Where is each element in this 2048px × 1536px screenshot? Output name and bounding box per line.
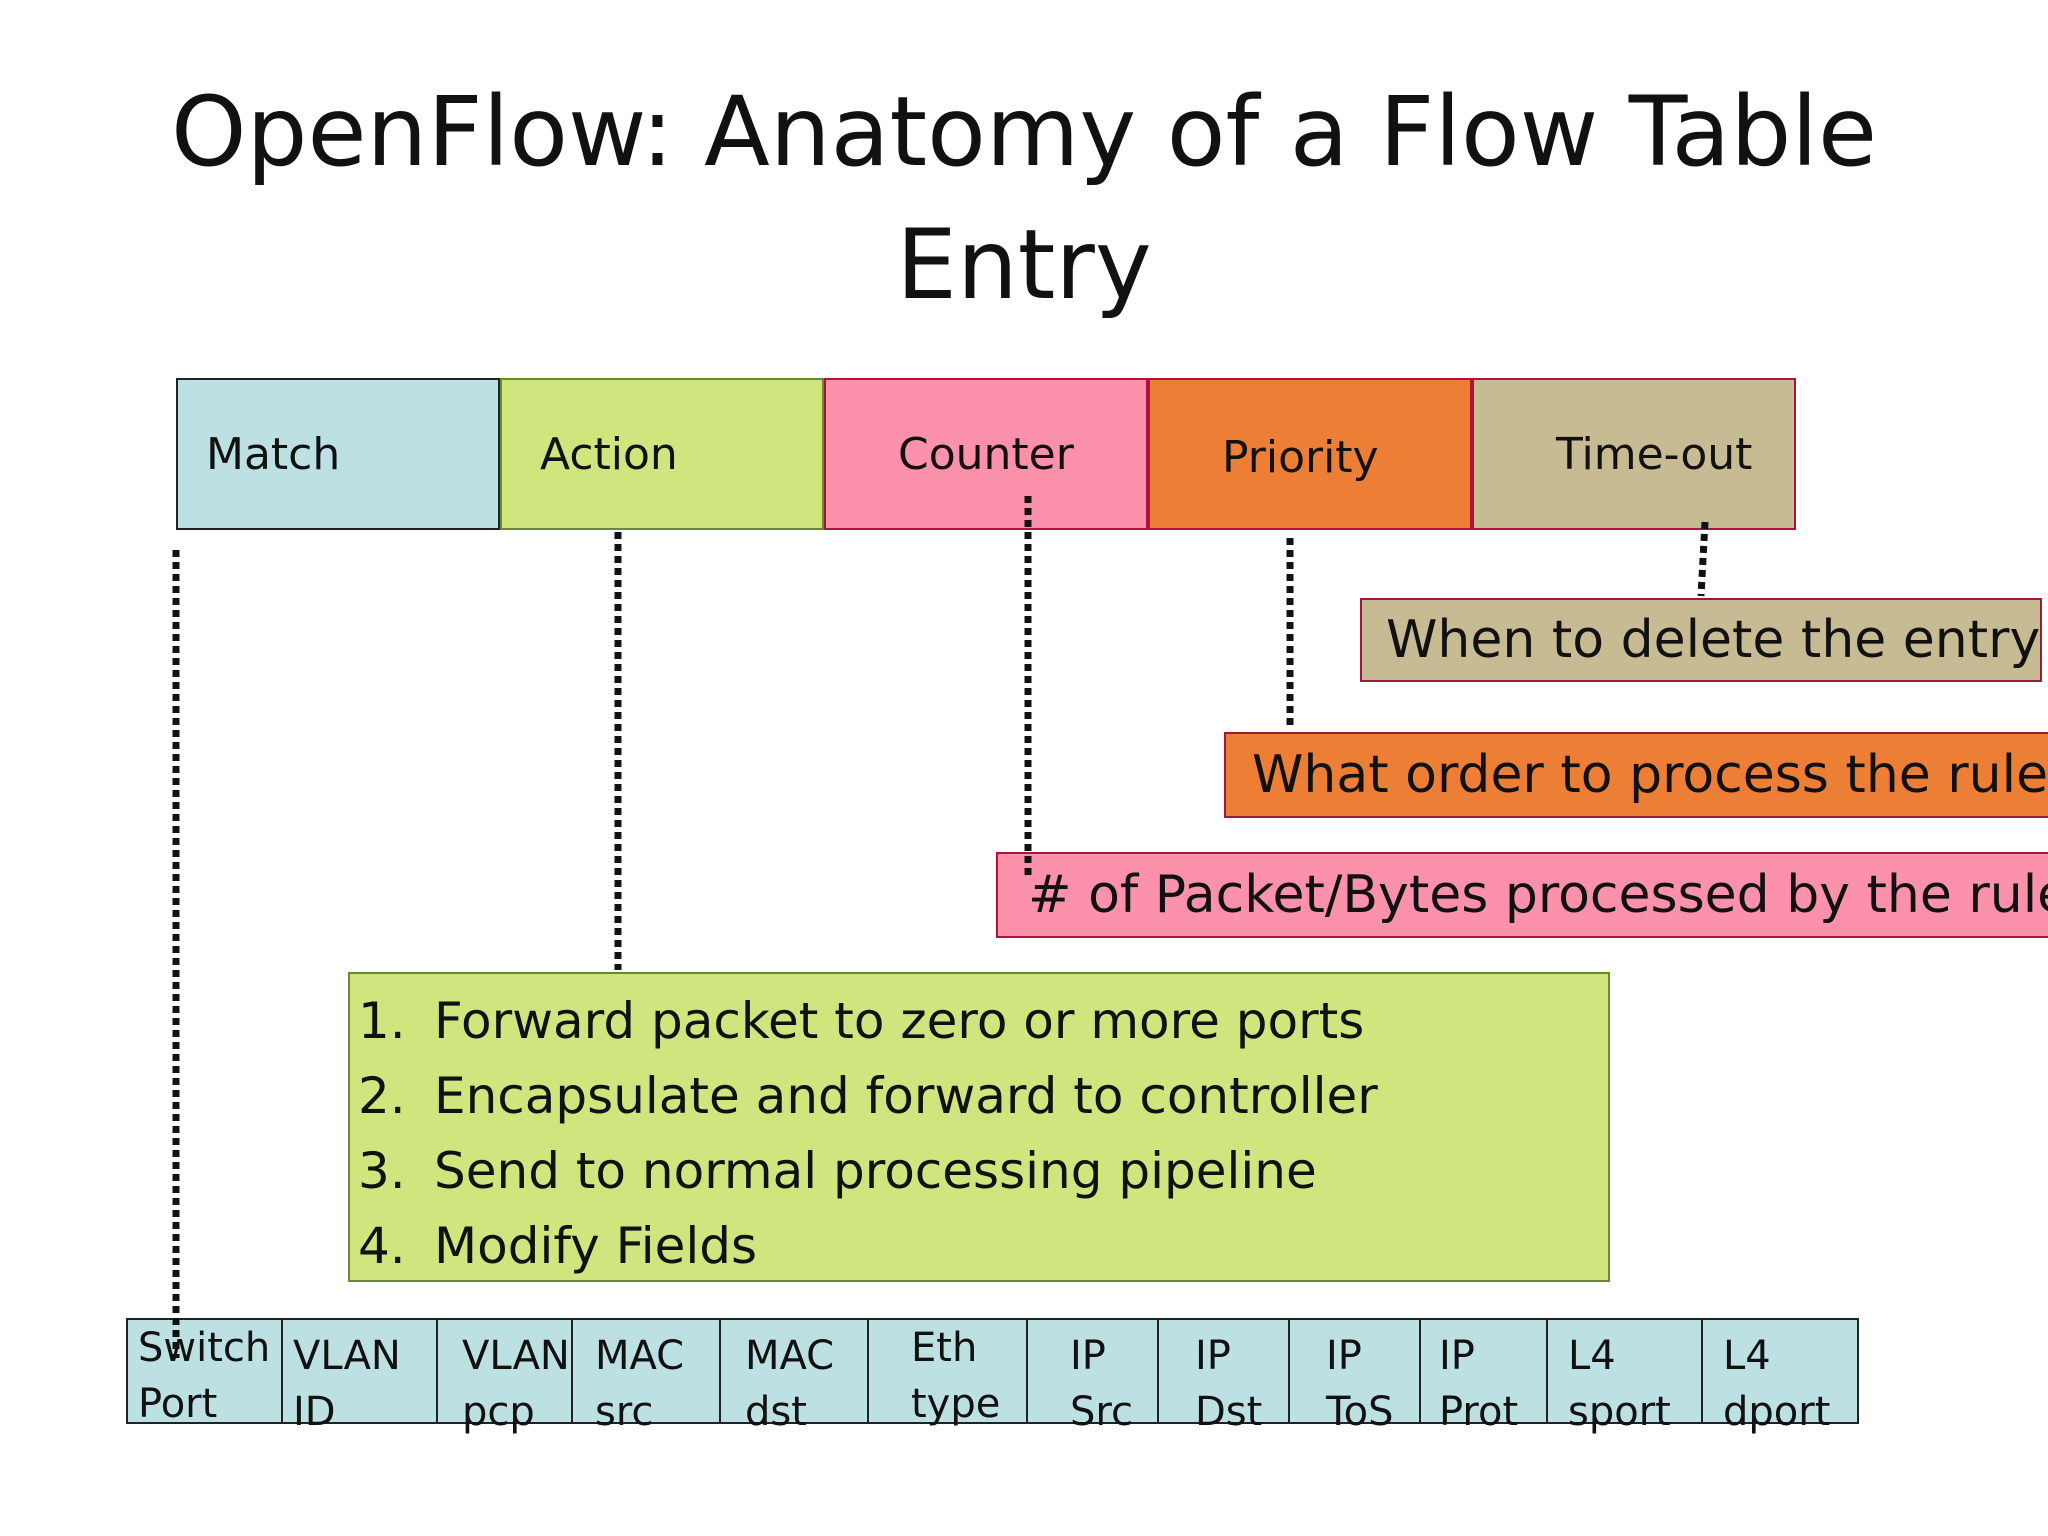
header-match-box: Match: [176, 378, 500, 530]
header-priority-box: Priority: [1148, 378, 1472, 530]
field-line1: IP: [1070, 1333, 1106, 1379]
header-match-label: Match: [206, 428, 341, 480]
timeout-connector: [1697, 521, 1709, 597]
field-switch-port: Switch Port: [126, 1318, 283, 1427]
field-line1: VLAN: [293, 1333, 401, 1379]
field-line2: Prot: [1439, 1389, 1519, 1435]
list-item-text: Modify Fields: [434, 1217, 758, 1275]
list-item-text: Forward packet to zero or more ports: [434, 992, 1365, 1050]
timeout-description-box: When to delete the entry: [1360, 598, 2042, 682]
field-line2: pcp: [462, 1389, 535, 1435]
list-item: 2. Encapsulate and forward to controller: [358, 1059, 1608, 1134]
header-timeout-box: Time-out: [1472, 378, 1796, 530]
field-vlan-id: VLAN ID: [281, 1318, 438, 1435]
field-eth-type: Eth type: [867, 1318, 1028, 1427]
field-line1: IP: [1195, 1333, 1231, 1379]
field-l4-dport: L4 dport: [1701, 1318, 1859, 1435]
field-ip-prot: IP Prot: [1419, 1318, 1548, 1435]
field-line2: ToS: [1326, 1389, 1394, 1435]
field-ip-tos: IP ToS: [1288, 1318, 1421, 1435]
list-item-text: Encapsulate and forward to controller: [434, 1067, 1378, 1125]
field-line2: src: [595, 1389, 654, 1435]
header-priority-label: Priority: [1222, 431, 1379, 483]
header-counter-box: Counter: [824, 378, 1148, 530]
field-line1: IP: [1439, 1333, 1475, 1379]
field-line1: IP: [1326, 1333, 1362, 1379]
counter-description-box: # of Packet/Bytes processed by the rule: [996, 852, 2048, 938]
field-line1: MAC: [595, 1333, 685, 1379]
header-action-box: Action: [500, 378, 824, 530]
list-item-number: 1.: [358, 992, 406, 1050]
header-counter-label: Counter: [898, 428, 1074, 480]
list-item: 3. Send to normal processing pipeline: [358, 1134, 1608, 1209]
counter-description: # of Packet/Bytes processed by the rule: [1028, 865, 2048, 925]
field-line1: L4: [1568, 1333, 1616, 1379]
priority-description-box: What order to process the rule: [1224, 732, 2048, 818]
field-line1: VLAN: [462, 1333, 570, 1379]
match-fields-row: Switch Port VLAN ID VLAN pcp MAC src MAC…: [0, 1318, 2048, 1435]
field-line2: ID: [293, 1389, 336, 1435]
list-item-number: 3.: [358, 1142, 406, 1200]
field-line1: L4: [1723, 1333, 1771, 1379]
list-item-number: 4.: [358, 1217, 406, 1275]
field-vlan-pcp: VLAN pcp: [436, 1318, 573, 1435]
list-item: 1. Forward packet to zero or more ports: [358, 984, 1608, 1059]
field-mac-dst: MAC dst: [719, 1318, 869, 1435]
field-line2: Dst: [1195, 1389, 1263, 1435]
field-line1: Switch: [138, 1325, 271, 1371]
field-line2: dport: [1723, 1389, 1831, 1435]
field-mac-src: MAC src: [571, 1318, 721, 1435]
field-line1: Eth: [911, 1325, 978, 1371]
field-line2: Port: [138, 1381, 218, 1427]
field-line2: Src: [1070, 1389, 1133, 1435]
timeout-description: When to delete the entry: [1386, 610, 2041, 670]
slide-title-continued: Entry: [896, 209, 1152, 321]
field-l4-sport: L4 sport: [1546, 1318, 1703, 1435]
header-timeout-label: Time-out: [1556, 428, 1753, 480]
list-item-number: 2.: [358, 1067, 406, 1125]
action-list-box: 1. Forward packet to zero or more ports …: [348, 972, 1610, 1282]
field-line2: type: [911, 1381, 1001, 1427]
list-item: 4. Modify Fields: [358, 1209, 1608, 1284]
header-action-label: Action: [540, 428, 678, 480]
slide-title: OpenFlow: Anatomy of a Flow Table: [170, 76, 1877, 188]
field-line2: dst: [745, 1389, 807, 1435]
field-line1: MAC: [745, 1333, 835, 1379]
field-ip-src: IP Src: [1026, 1318, 1159, 1435]
field-ip-dst: IP Dst: [1157, 1318, 1290, 1435]
priority-description: What order to process the rule: [1252, 745, 2048, 805]
field-line2: sport: [1568, 1389, 1671, 1435]
list-item-text: Send to normal processing pipeline: [434, 1142, 1317, 1200]
